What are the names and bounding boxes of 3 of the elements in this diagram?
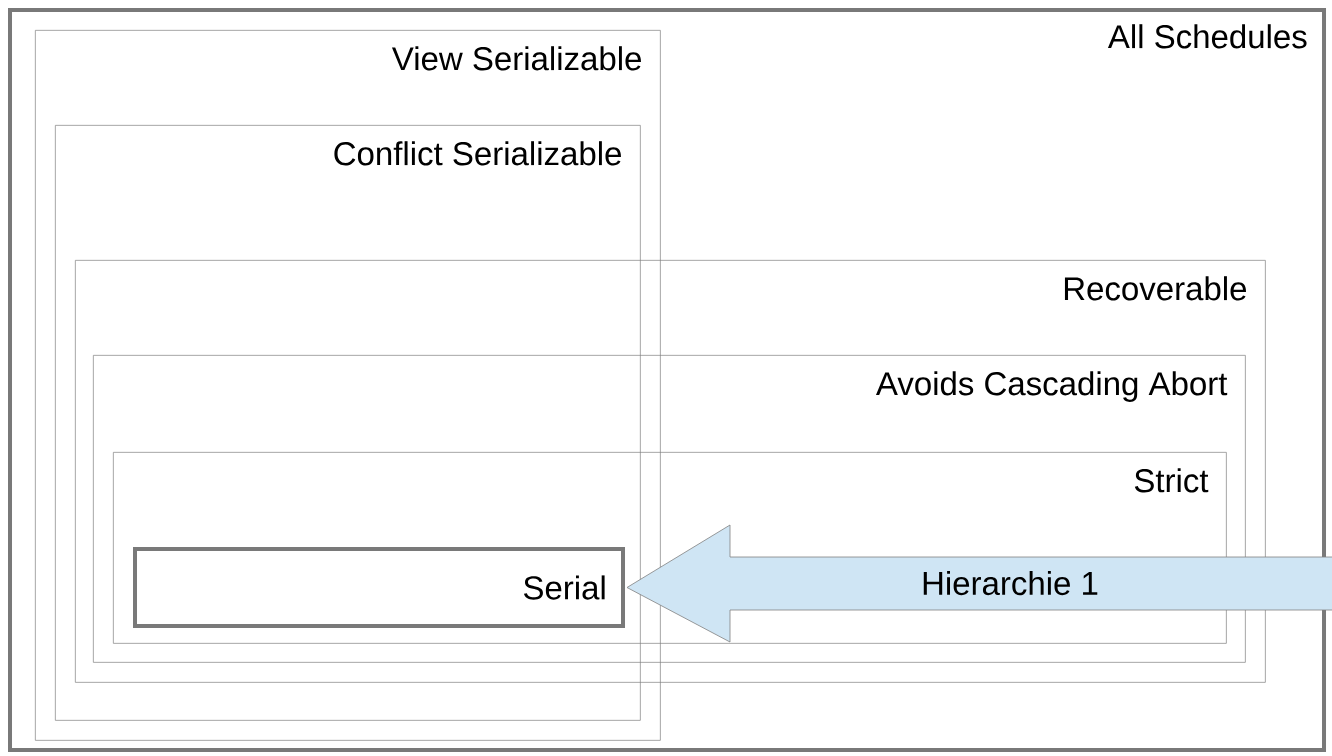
edge-label: Hierarchie 1	[920, 569, 1100, 597]
set-box: Serial	[133, 547, 625, 628]
block-arrow	[626, 524, 1332, 643]
